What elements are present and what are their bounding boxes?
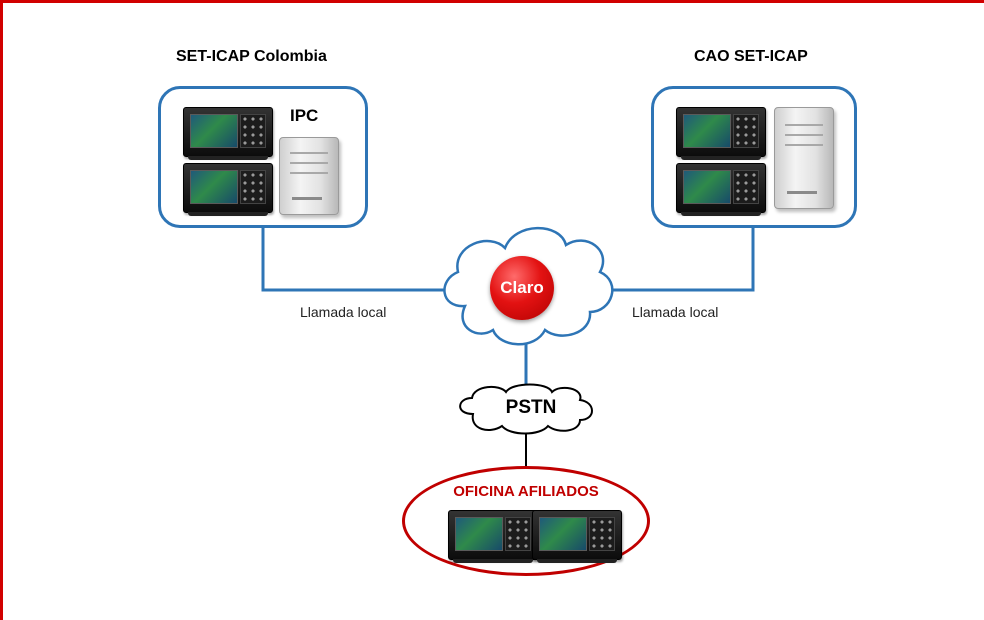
server-icon [279, 137, 339, 215]
right-site-box [651, 86, 857, 228]
claro-logo-text: Claro [500, 278, 544, 297]
link-left [261, 228, 455, 292]
trading-terminal-icon [183, 107, 273, 160]
ipc-label: IPC [290, 106, 319, 125]
server-icon [774, 107, 834, 209]
left-site-box [158, 86, 368, 228]
pstn-cloud-icon [459, 383, 593, 435]
left-link-label: Llamada local [300, 304, 387, 320]
trading-terminal-icon [448, 510, 538, 563]
trading-terminal-icon [676, 107, 766, 160]
left-site-title: SET-ICAP Colombia [176, 48, 327, 65]
trading-terminal-icon [532, 510, 622, 563]
right-link-label: Llamada local [632, 304, 719, 320]
trading-terminal-icon [183, 163, 273, 216]
office-title: OFICINA AFILIADOS [453, 483, 599, 500]
link-right [596, 228, 755, 292]
right-site-title: CAO SET-ICAP [694, 48, 808, 65]
office-ellipse [402, 466, 650, 576]
claro-logo: Claro [490, 256, 554, 320]
pstn-label: PSTN [505, 397, 557, 418]
trading-terminal-icon [676, 163, 766, 216]
